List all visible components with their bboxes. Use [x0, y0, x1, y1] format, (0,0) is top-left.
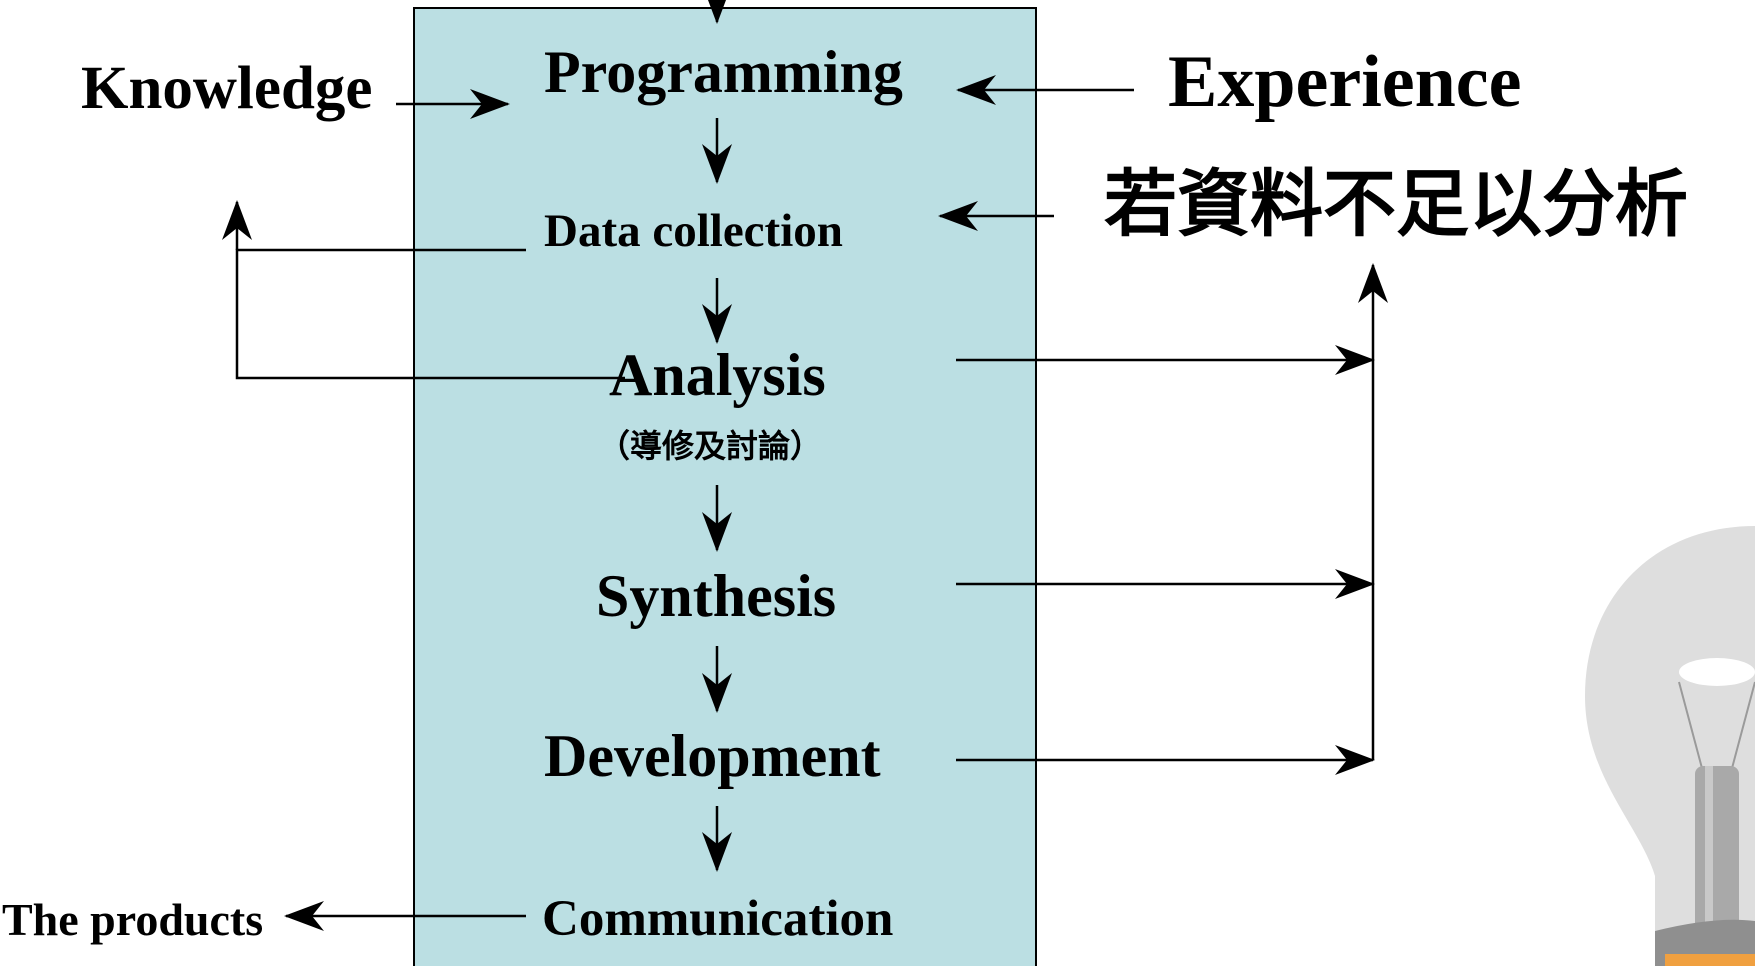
insufficient-data-note: 若資料不足以分析 [1104, 162, 1688, 247]
step-development: Development [544, 723, 881, 789]
output-products: The products [2, 894, 264, 945]
step-analysis-note: （導修及討論） [598, 427, 823, 465]
lightbulb-icon [1585, 526, 1755, 966]
step-communication: Communication [542, 891, 894, 947]
step-analysis: Analysis [609, 342, 826, 408]
step-data-collection: Data collection [544, 205, 843, 257]
feedback-loop-left [235, 248, 625, 380]
step-synthesis: Synthesis [596, 563, 837, 629]
input-experience: Experience [1168, 41, 1522, 123]
step-programming: Programming [544, 39, 903, 105]
input-knowledge: Knowledge [81, 55, 373, 122]
